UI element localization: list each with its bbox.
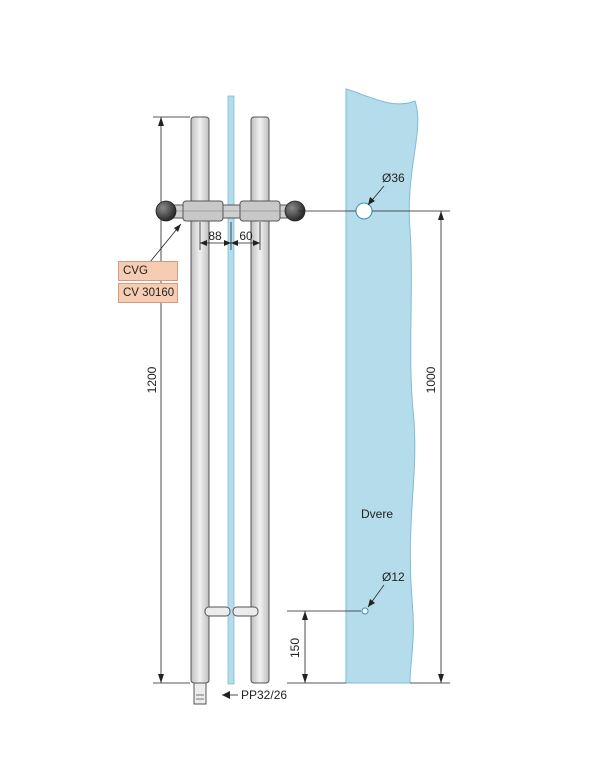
dimension-offsets: 88 60 (199, 222, 261, 250)
pin-label: PP32/26 (241, 688, 287, 702)
hole-large-label: Ø36 (382, 171, 405, 185)
dimension-150-label: 150 (288, 638, 302, 658)
door-label: Dvere (361, 507, 393, 521)
dimension-88-label: 88 (208, 229, 222, 243)
product-code-cvg: CVG 30160 (118, 261, 178, 295)
dimension-hole-spacing: 1000 (410, 211, 450, 684)
dimension-60-label: 60 (239, 229, 253, 243)
dimension-bottom-offset: 150 (287, 611, 346, 684)
hole-large (355, 202, 373, 220)
hole-small-label: Ø12 (382, 570, 405, 584)
dimension-1200-label: 1200 (145, 366, 159, 393)
door-glass-panel (345, 88, 419, 684)
hole-small (361, 607, 369, 615)
glass-side-view (227, 95, 235, 685)
knob-left (155, 200, 177, 222)
top-fixing-assembly (155, 200, 306, 222)
dimension-1000-label: 1000 (424, 366, 438, 393)
pin-pp32: PP32/26 (193, 682, 287, 705)
label-leader (149, 223, 182, 263)
handle-bar-right (250, 116, 270, 684)
bottom-connector-right (232, 606, 259, 617)
product-code-cv: CV 30160 (118, 283, 178, 303)
bottom-connector-left (204, 606, 231, 617)
